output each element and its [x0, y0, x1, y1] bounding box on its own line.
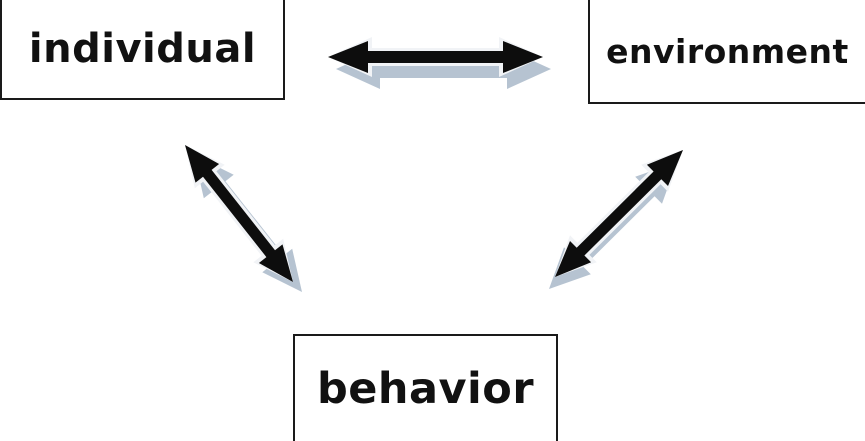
- node-individual: individual: [0, 0, 285, 100]
- arrow-environment-behavior: [549, 150, 683, 289]
- node-individual-label: individual: [28, 26, 257, 72]
- node-environment-label: environment: [606, 31, 849, 71]
- node-behavior-label: behavior: [316, 363, 535, 414]
- node-behavior: behavior: [293, 334, 558, 441]
- arrow-body: [328, 41, 543, 73]
- arrow-shadow: [336, 49, 551, 89]
- arrow-individual-behavior: [185, 145, 302, 292]
- arrow-body: [185, 145, 293, 282]
- node-environment: environment: [588, 0, 865, 104]
- arrow-body: [555, 150, 683, 277]
- arrow-individual-environment: [328, 37, 551, 89]
